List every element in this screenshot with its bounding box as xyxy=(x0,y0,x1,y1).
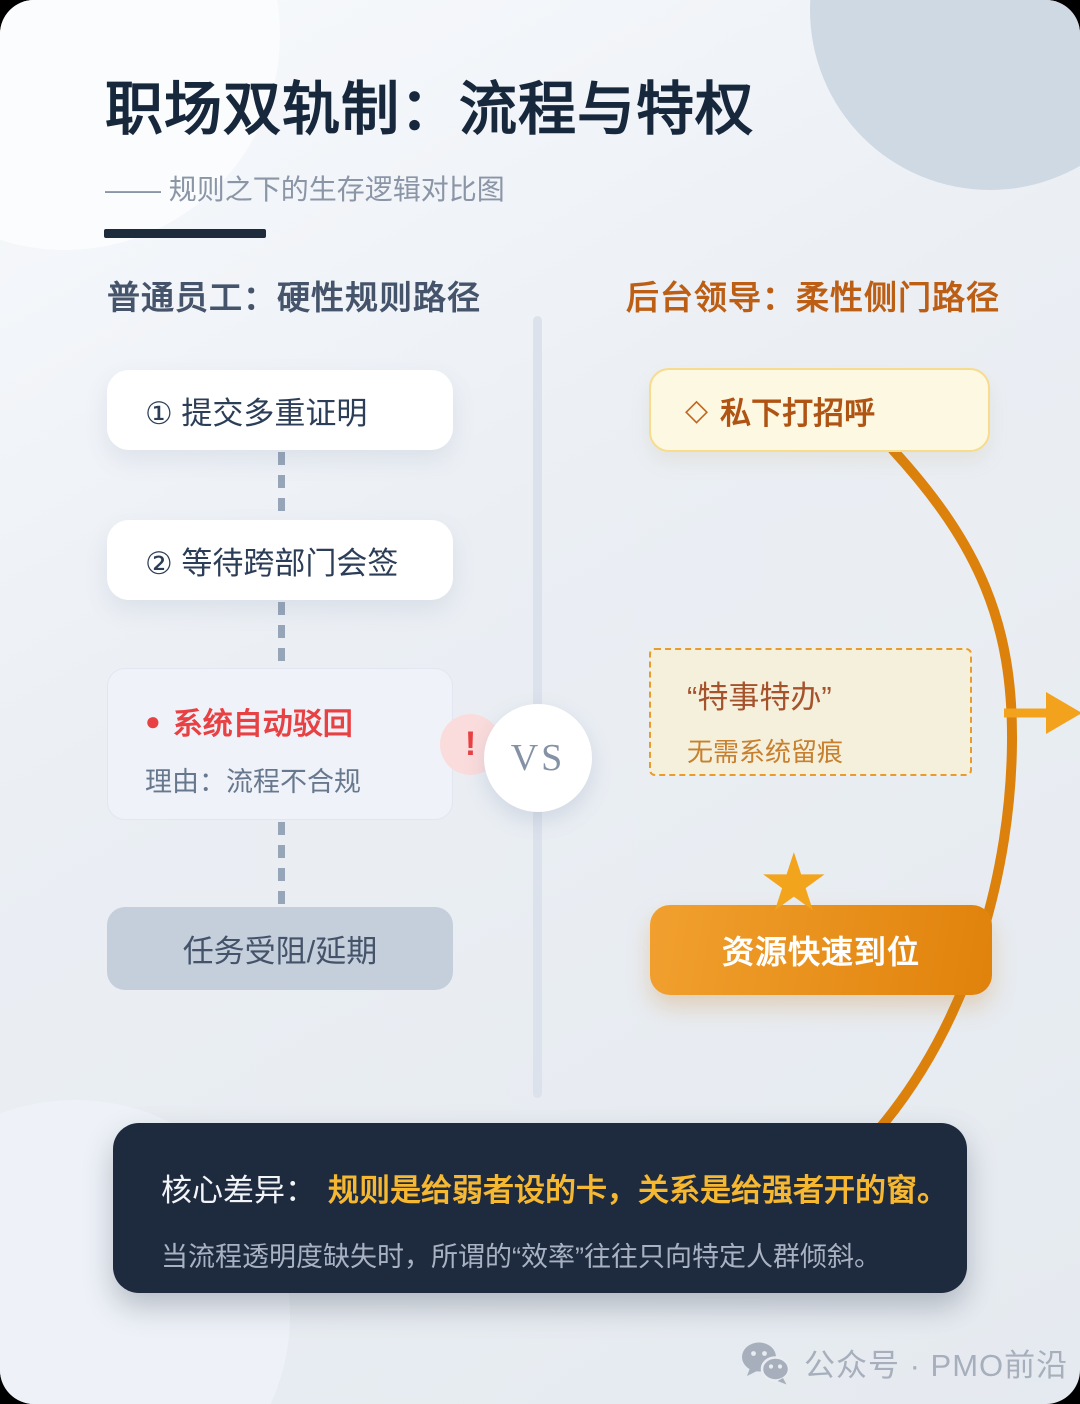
system-reject-box: ● 系统自动驳回 理由：流程不合规 xyxy=(107,668,453,820)
right-result-label: 资源快速到位 xyxy=(721,934,920,970)
left-result-box: 任务受阻/延期 xyxy=(107,907,453,990)
red-dot-icon: ● xyxy=(145,705,161,736)
reject-reason-label: 理由：流程不合规 xyxy=(145,767,361,797)
left-result-label: 任务受阻/延期 xyxy=(182,934,378,969)
left-step-1-label: ① 提交多重证明 xyxy=(145,395,368,431)
vs-label: VS xyxy=(510,737,566,779)
diamond-icon: ◇ xyxy=(685,393,709,427)
summary-highlight: 规则是给弱者设的卡，关系是给强者开的窗。 xyxy=(328,1173,948,1208)
core-difference-box: 核心差异： 规则是给弱者设的卡，关系是给强者开的窗。 当流程透明度缺失时，所谓的“… xyxy=(113,1123,967,1293)
left-step-1-box: ① 提交多重证明 xyxy=(107,370,453,450)
special-case-subtitle: 无需系统留痕 xyxy=(687,737,844,767)
special-case-title: “特事特办” xyxy=(687,680,832,715)
summary-note: 当流程透明度缺失时，所谓的“效率”往往只向特定人群倾斜。 xyxy=(161,1242,881,1272)
right-track-header: 后台领导：柔性侧门路径 xyxy=(626,279,1000,316)
decorative-circle-top-right xyxy=(810,0,1080,190)
special-case-box: “特事特办” 无需系统留痕 xyxy=(649,648,972,776)
curve-path xyxy=(875,445,1018,1133)
left-track-header: 普通员工：硬性规则路径 xyxy=(107,279,481,316)
branch-arrow-head xyxy=(1046,692,1080,734)
star-icon: ★ xyxy=(758,838,830,927)
footer-watermark: 公众号 · PMO前沿 xyxy=(740,1340,1068,1385)
page-title: 职场双轨制：流程与特权 xyxy=(105,77,755,142)
left-step-2-box: ② 等待跨部门会签 xyxy=(107,520,453,600)
footer-label: 公众号 · PMO前沿 xyxy=(804,1348,1069,1383)
title-underline-bar xyxy=(104,229,266,238)
page-subtitle: —— 规则之下的生存逻辑对比图 xyxy=(105,174,505,205)
summary-label: 核心差异： xyxy=(161,1173,316,1208)
dashed-connector xyxy=(278,822,285,905)
greeting-box: ◇ 私下打招呼 xyxy=(649,368,990,452)
wechat-icon xyxy=(742,1342,791,1384)
greeting-label: 私下打招呼 xyxy=(720,395,876,431)
vs-badge: VS xyxy=(484,704,592,812)
alert-mark: ! xyxy=(464,725,477,763)
left-step-2-label: ② 等待跨部门会签 xyxy=(145,545,399,581)
dashed-connector xyxy=(278,602,285,666)
reject-title-label: 系统自动驳回 xyxy=(172,708,353,741)
dashed-connector xyxy=(278,452,285,518)
